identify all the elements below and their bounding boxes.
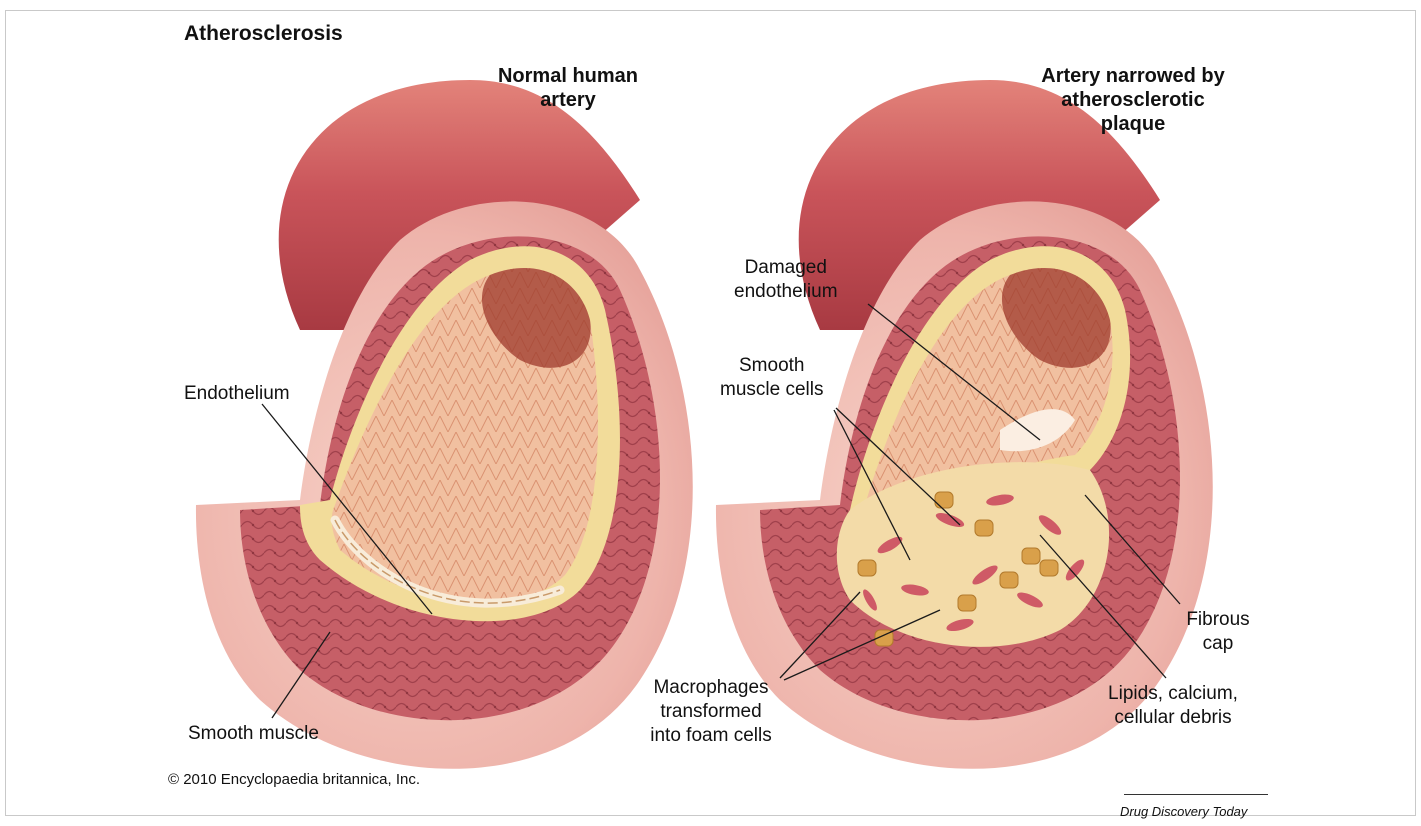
figure-title: Atherosclerosis bbox=[184, 22, 343, 46]
normal-artery-illustration bbox=[196, 80, 693, 769]
copyright-notice: © 2010 Encyclopaedia britannica, Inc. bbox=[168, 768, 420, 792]
diseased-artery-illustration bbox=[716, 80, 1213, 769]
source-credit: Drug Discovery Today bbox=[1120, 800, 1247, 824]
source-divider bbox=[1124, 794, 1268, 795]
smooth-muscle-cells-label: Smooth muscle cells bbox=[720, 354, 823, 402]
normal-artery-heading: Normal human artery bbox=[468, 64, 668, 112]
fibrous-cap-label: Fibrous cap bbox=[1178, 608, 1258, 656]
macrophages-label: Macrophages transformed into foam cells bbox=[626, 676, 796, 748]
diseased-artery-heading: Artery narrowed by atherosclerotic plaqu… bbox=[1008, 64, 1258, 136]
damaged-endothelium-label: Damaged endothelium bbox=[734, 256, 838, 304]
endothelium-label: Endothelium bbox=[184, 382, 290, 406]
lipids-label: Lipids, calcium, cellular debris bbox=[1083, 682, 1263, 730]
smooth-muscle-label: Smooth muscle bbox=[188, 722, 319, 746]
